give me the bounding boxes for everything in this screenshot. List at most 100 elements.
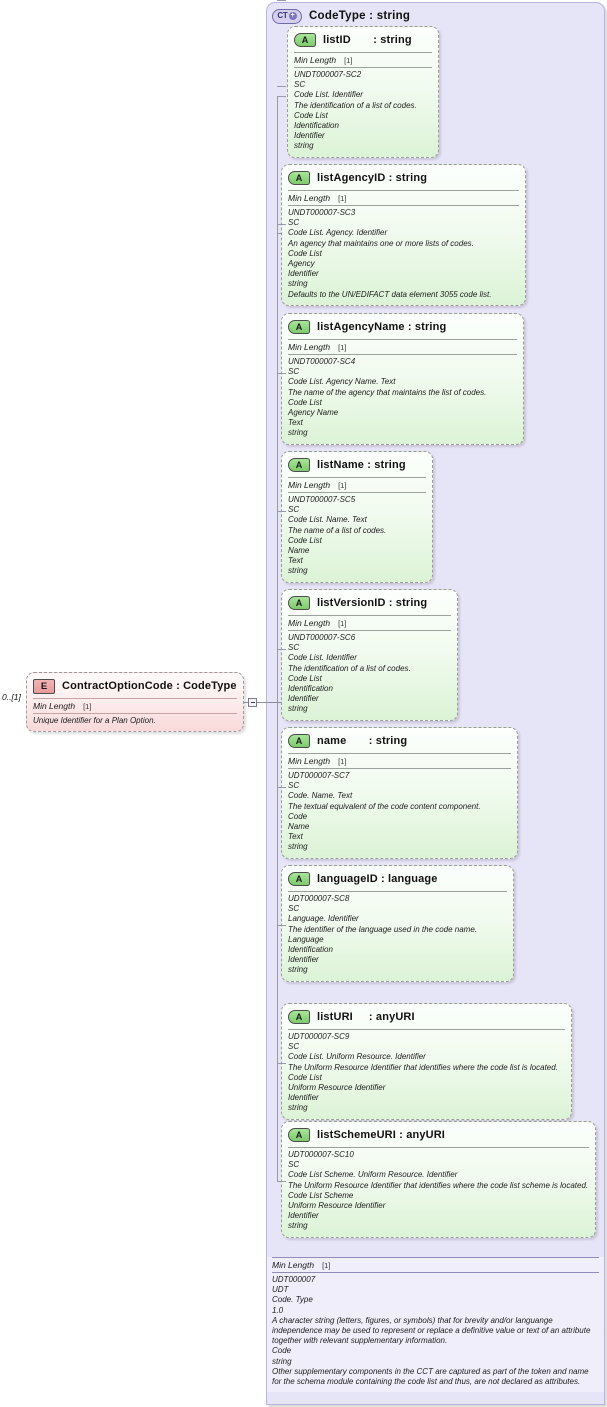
doc-line: The identifier of the language used in t…	[288, 924, 478, 934]
attribute-icon: A	[288, 320, 310, 334]
doc-line: UDT000007-SC10	[288, 1150, 354, 1159]
doc-line: Code List	[288, 248, 322, 258]
doc-line: SC	[294, 80, 306, 90]
doc-line: SC	[288, 218, 300, 228]
attribute-icon: A	[294, 33, 316, 47]
doc-line: Unique Identifier for a Plan Option.	[33, 716, 156, 725]
tree-branch	[277, 373, 286, 374]
tree-branch	[277, 224, 286, 225]
doc-line: Defaults to the UN/EDIFACT data element …	[288, 289, 492, 299]
complex-type-icon-label: CT	[277, 11, 288, 20]
attribute-icon: A	[288, 171, 310, 185]
doc-line: SC	[288, 1160, 300, 1170]
doc-line: Identifier	[288, 1211, 319, 1221]
min-length-value: [1]	[322, 1261, 331, 1270]
doc-line: Name	[288, 546, 310, 556]
element-box-contractoptioncode[interactable]: E ContractOptionCode : CodeType Min Leng…	[26, 672, 244, 733]
doc-line: SC	[288, 1042, 300, 1052]
tree-branch	[277, 925, 286, 926]
collapse-toggle-icon[interactable]	[248, 698, 257, 707]
doc-line: The Uniform Resource Identifier that ide…	[288, 1062, 558, 1072]
doc-line: Code List Scheme	[288, 1190, 354, 1200]
doc-line: string	[288, 279, 308, 289]
doc-line: Code List Scheme. Uniform Resource. Iden…	[288, 1170, 458, 1180]
tree-branch	[277, 86, 286, 87]
divider	[33, 713, 237, 714]
doc-line: string	[294, 141, 314, 151]
doc-line: UNDT000007-SC6	[288, 633, 356, 642]
doc-line: UDT000007-SC7	[288, 771, 350, 780]
doc-line: string	[288, 1103, 308, 1113]
min-length-label: Min Length	[288, 342, 331, 352]
min-length-label: Min Length	[288, 480, 331, 490]
divider	[33, 698, 237, 699]
min-length-value: [1]	[338, 343, 347, 352]
tree-branch	[277, 96, 286, 97]
doc-line: Identifier	[288, 694, 319, 704]
doc-line: UNDT000007-SC2	[294, 70, 362, 79]
attribute-title: listURI : anyURI	[317, 1011, 415, 1023]
element-icon: E	[33, 678, 55, 694]
doc-line: Code List. Identifier	[294, 90, 363, 100]
doc-line: Uniform Resource Identifier	[288, 1083, 386, 1093]
attribute-icon: A	[288, 458, 310, 472]
attribute-min-length-row: Min Length[1]	[282, 191, 525, 205]
complex-type-expand-icon[interactable]: CT +	[272, 8, 302, 24]
plus-icon: +	[288, 12, 297, 20]
divider	[288, 768, 511, 769]
connector-line-left	[244, 702, 249, 703]
doc-line: Uniform Resource Identifier	[288, 1201, 386, 1211]
divider	[288, 190, 519, 191]
doc-line: UDT000007-SC8	[288, 894, 350, 903]
attribute-title: languageID : language	[317, 873, 438, 885]
attribute-min-length-row: Min Length [1]	[282, 340, 523, 354]
element-header: E ContractOptionCode : CodeType	[27, 673, 243, 698]
complex-type-header: CT + CodeType : string	[267, 3, 604, 29]
doc-line: string	[288, 428, 308, 438]
doc-line: string	[288, 965, 308, 975]
doc-line: UNDT000007-SC5	[288, 495, 356, 504]
divider	[288, 1029, 565, 1030]
divider	[288, 891, 507, 892]
doc-line: Code	[288, 811, 308, 821]
attribute-title: listSchemeURI : anyURI	[317, 1129, 446, 1141]
doc-line: string	[288, 566, 308, 576]
doc-line: Code List	[294, 110, 328, 120]
doc-line: Code List. Identifier	[288, 653, 357, 663]
tree-branch	[277, 1063, 286, 1064]
doc-line: Text	[288, 556, 303, 566]
doc-line: Code List	[288, 535, 322, 545]
doc-line: Identifier	[288, 955, 319, 965]
divider	[288, 1147, 589, 1148]
doc-line: Code List	[288, 1072, 322, 1082]
divider	[288, 205, 519, 206]
tree-branch	[277, 1181, 286, 1182]
doc-line: Identification	[294, 121, 339, 131]
doc-line: A character string (letters, figures, or…	[272, 1315, 591, 1346]
min-length-label: Min Length	[33, 701, 76, 711]
doc-line: Identifier	[288, 1093, 319, 1103]
element-cardinality: 0..[1]	[2, 692, 21, 702]
doc-line: SC	[288, 904, 300, 914]
